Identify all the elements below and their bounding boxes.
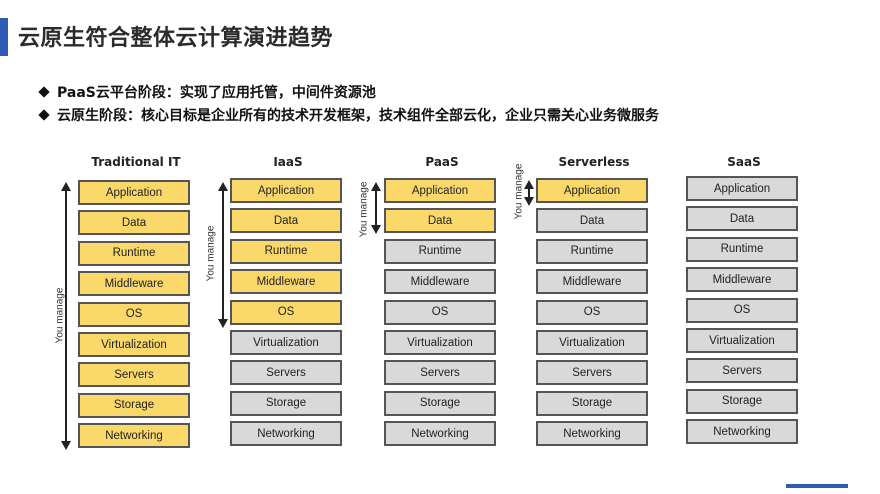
layer-os: OS [686,297,798,323]
you-manage-label: You manage [54,287,66,344]
column-title: Traditional IT [91,155,181,169]
diamond-bullet-icon [38,85,50,98]
layer-virtualization: Virtualization [686,328,798,353]
layer-application: Application [230,178,342,203]
layer-os: OS [536,299,648,325]
layer-virtualization: Virtualization [230,330,342,355]
layer-storage: Storage [686,388,798,414]
layer-servers: Servers [230,360,342,386]
bullet-item-paas: PaaS云平台阶段：实现了应用托管，中间件资源池 [38,80,659,103]
diamond-bullet-icon [38,108,50,121]
you-manage-label: You manage [358,181,370,238]
you-manage-arrow-traditional [61,182,71,450]
layer-storage: Storage [78,392,190,418]
layer-os: OS [230,299,342,325]
layer-networking: Networking [536,421,648,447]
layer-os: OS [78,301,190,327]
layer-networking: Networking [230,421,342,447]
layer-data: Data [536,208,648,234]
layer-application: Application [686,176,798,201]
bullet-list: PaaS云平台阶段：实现了应用托管，中间件资源池 云原生阶段：核心目标是企业所有… [38,80,659,126]
layer-middleware: Middleware [536,269,648,295]
bullet-item-cloud-native: 云原生阶段：核心目标是企业所有的技术开发框架，技术组件全部云化，企业只需关心业务… [38,103,659,126]
layer-virtualization: Virtualization [384,330,496,355]
layer-runtime: Runtime [230,238,342,264]
layer-virtualization: Virtualization [536,330,648,355]
layer-runtime: Runtime [78,240,190,266]
layer-runtime: Runtime [384,238,496,264]
layer-middleware: Middleware [384,269,496,295]
layer-networking: Networking [78,423,190,449]
column-title: IaaS [273,155,303,169]
column-title: SaaS [727,155,761,169]
column-title: PaaS [425,155,459,169]
layer-networking: Networking [384,421,496,447]
layer-servers: Servers [384,360,496,386]
layer-os: OS [384,299,496,325]
bullet-text: PaaS云平台阶段：实现了应用托管，中间件资源池 [57,84,376,101]
layer-servers: Servers [686,358,798,384]
layer-servers: Servers [78,362,190,388]
layer-data: Data [78,210,190,236]
layer-storage: Storage [230,390,342,416]
layer-data: Data [384,208,496,234]
layer-servers: Servers [536,360,648,386]
you-manage-label: You manage [205,225,217,282]
you-manage-arrow-iaas [218,182,228,328]
you-manage-arrow-serverless [524,180,534,206]
title-accent-bar [0,18,8,56]
layer-data: Data [230,208,342,234]
layer-middleware: Middleware [230,269,342,295]
layer-application: Application [536,178,648,203]
footer-accent-line [786,484,848,488]
layer-networking: Networking [686,419,798,445]
layer-middleware: Middleware [78,271,190,297]
page-title: 云原生符合整体云计算演进趋势 [18,26,334,51]
layer-application: Application [384,178,496,203]
you-manage-label: You manage [513,163,525,220]
layer-runtime: Runtime [686,236,798,262]
layer-storage: Storage [384,390,496,416]
layer-middleware: Middleware [686,267,798,293]
bullet-text: 云原生阶段：核心目标是企业所有的技术开发框架，技术组件全部云化，企业只需关心业务… [57,107,659,124]
you-manage-arrow-paas [371,182,381,234]
layer-application: Application [78,180,190,205]
layer-data: Data [686,206,798,232]
layer-virtualization: Virtualization [78,332,190,357]
layer-storage: Storage [536,390,648,416]
column-title: Serverless [558,155,630,169]
layer-runtime: Runtime [536,238,648,264]
